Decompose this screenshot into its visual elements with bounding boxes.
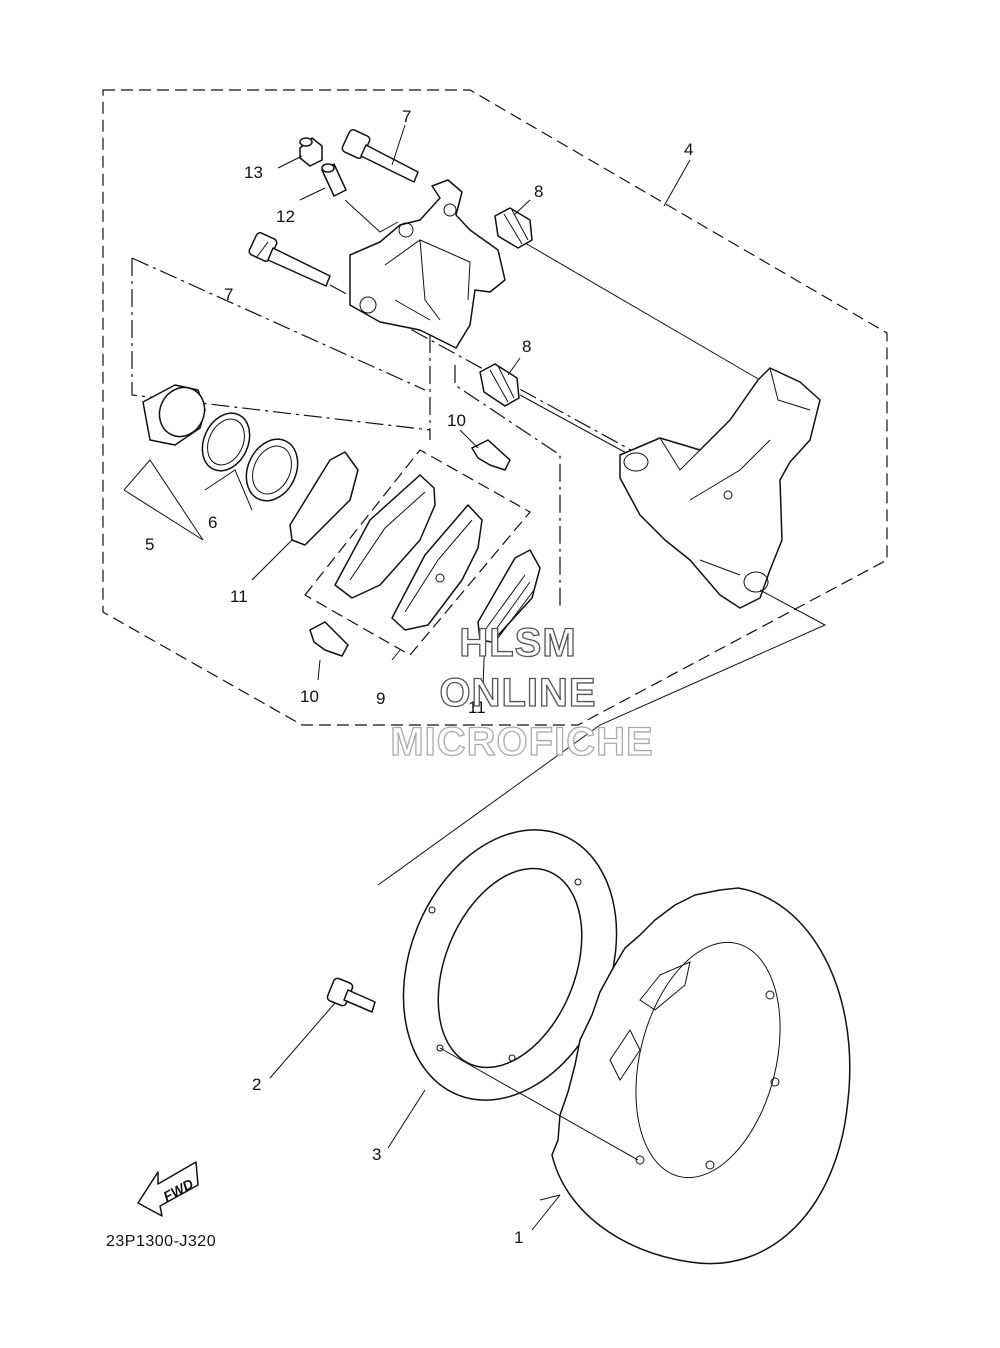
callout-9[interactable]: 9 [376, 689, 385, 708]
callout-11-left[interactable]: 11 [230, 587, 248, 606]
disc-to-caliper-line [377, 589, 827, 886]
callout-2[interactable]: 2 [252, 1075, 261, 1094]
watermark-line-1: HLSM [459, 621, 576, 665]
pad-shim-left-part[interactable] [289, 451, 359, 546]
bleed-cap-part[interactable] [299, 137, 323, 167]
slide-pin-lower-part[interactable] [248, 231, 331, 287]
leader-lines [123, 124, 691, 1231]
brake-disc-part[interactable] [551, 887, 851, 1265]
bleed-screw-part[interactable] [321, 163, 347, 197]
watermark-line-2: ONLINE [439, 671, 596, 715]
slide-pin-upper-part[interactable] [341, 128, 419, 183]
callout-5[interactable]: 5 [145, 535, 154, 554]
caliper-body-part[interactable] [349, 179, 506, 349]
pad-kit-boundary [304, 449, 531, 656]
disc-bolt-part[interactable] [326, 977, 376, 1013]
pin-boot-upper-part[interactable] [494, 207, 533, 249]
piston-part[interactable] [142, 380, 213, 446]
pin-boot-lower-part[interactable] [479, 363, 520, 407]
callout-8-lower[interactable]: 8 [522, 337, 531, 356]
caliper-center-lines [329, 284, 641, 610]
disc-adapter-part[interactable] [365, 798, 655, 1133]
callout-1[interactable]: 1 [514, 1228, 523, 1247]
seal-group-boundary [131, 257, 431, 431]
callout-8-upper[interactable]: 8 [534, 182, 543, 201]
callout-11-right[interactable]: 11 [468, 698, 486, 717]
brake-pad-rear-part[interactable] [391, 504, 483, 631]
pad-spring-lower-part[interactable] [309, 621, 349, 657]
pad-spring-upper-part[interactable] [471, 439, 511, 471]
dust-seal-part[interactable] [237, 431, 308, 509]
callout-10-upper[interactable]: 10 [447, 411, 466, 430]
watermark-line-3: MICROFICHE [390, 720, 653, 764]
callout-7-upper[interactable]: 7 [402, 107, 411, 126]
callout-13[interactable]: 13 [244, 163, 263, 182]
pad-shim-right-part[interactable] [477, 549, 541, 643]
axle-lines [519, 239, 761, 456]
caliper-bracket-part[interactable] [619, 367, 821, 609]
caliper-assembly-boundary [102, 89, 888, 726]
bolt-axis-line [439, 1047, 639, 1161]
callout-10-lower[interactable]: 10 [300, 687, 319, 706]
brake-pad-front-part[interactable] [334, 474, 436, 599]
callout-4[interactable]: 4 [684, 140, 693, 159]
callout-6[interactable]: 6 [208, 513, 217, 532]
callout-3[interactable]: 3 [372, 1145, 381, 1164]
callout-7-lower[interactable]: 7 [224, 285, 233, 304]
drawing-code: 23P1300-J320 [106, 1233, 216, 1250]
fwd-arrow-icon [137, 1161, 199, 1217]
piston-seal-part[interactable] [193, 406, 258, 479]
callout-12[interactable]: 12 [276, 207, 295, 226]
